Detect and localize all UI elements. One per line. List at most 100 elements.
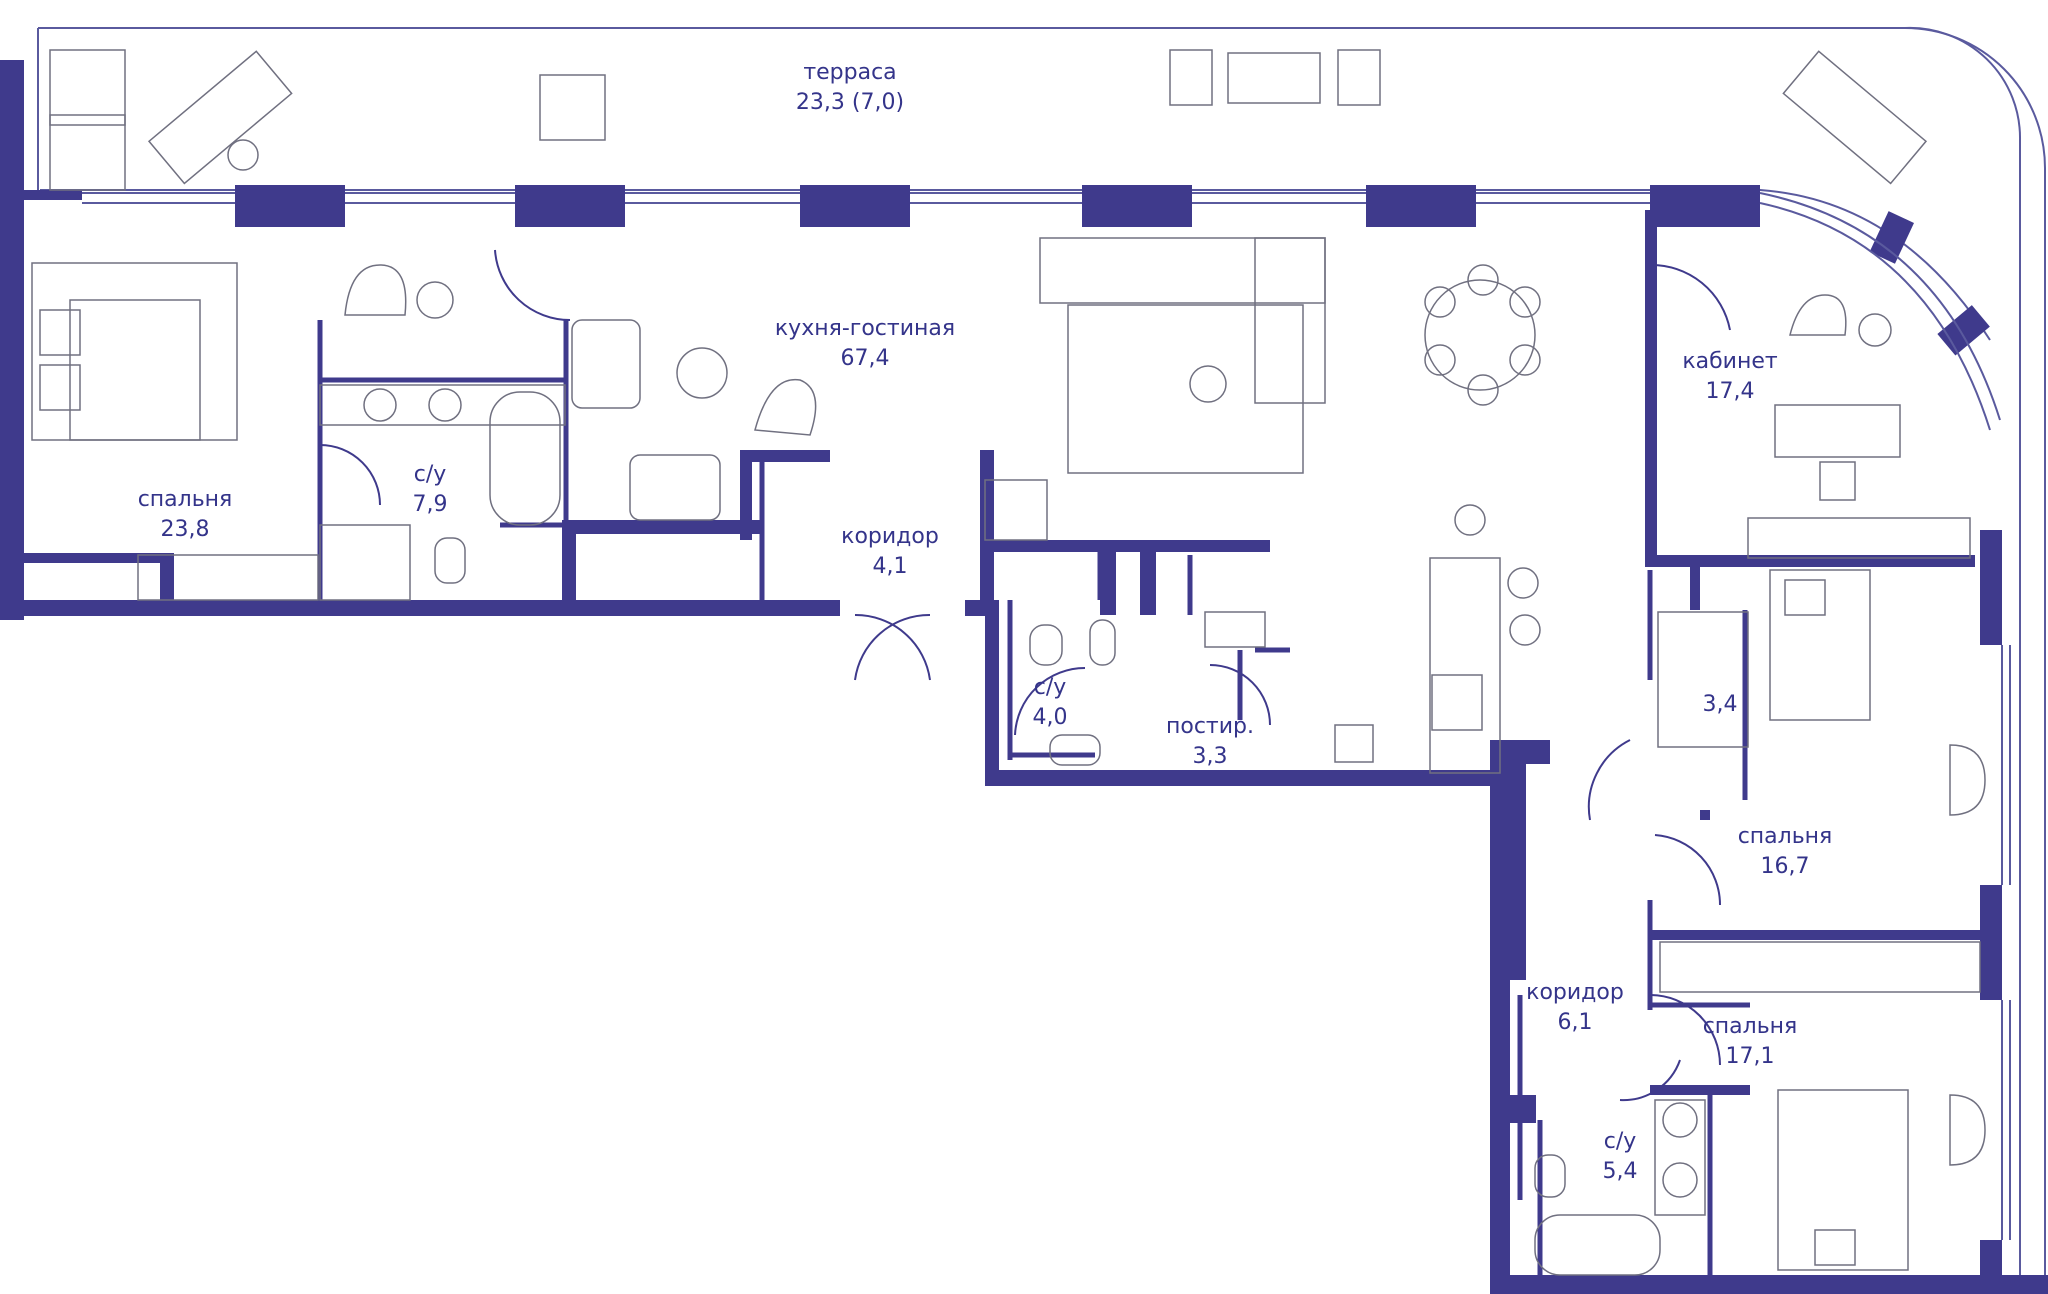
bed-1-pillow-2 [39, 364, 81, 411]
room-label-bedroom-1: спальня 23,8 [105, 485, 265, 545]
bedroom-3-chair [1949, 1094, 1986, 1166]
bed-1-pillow-1 [39, 309, 81, 356]
toilet-2 [1029, 624, 1063, 666]
side-table-1 [416, 281, 454, 319]
room-name: с/у [1603, 1129, 1637, 1154]
bedroom-1-shelf [137, 554, 319, 601]
room-area: 5,4 [1602, 1159, 1638, 1184]
room-label-kitchen-living: кухня-гостиная 67,4 [755, 314, 975, 374]
bedroom-2-chair [1949, 744, 1986, 816]
stool-1 [1507, 567, 1539, 599]
hob [1431, 674, 1483, 731]
desk [1774, 404, 1901, 458]
kitchen-sink [1334, 724, 1374, 763]
side-table-2 [676, 347, 728, 399]
study-side-table [1858, 313, 1892, 347]
sink-1a [363, 388, 397, 422]
terrace-lounger-1 [147, 50, 293, 185]
study-shelf [1747, 517, 1971, 559]
room-name: с/у [1033, 675, 1067, 700]
room-name: кабинет [1682, 349, 1778, 374]
room-label-bedroom-2: спальня 16,7 [1705, 822, 1865, 882]
terrace-planter-1 [49, 49, 126, 126]
sink-2 [1049, 734, 1101, 766]
room-name: постир. [1165, 714, 1254, 739]
stool-2 [1509, 614, 1541, 646]
armchair-3 [754, 378, 817, 436]
terrace-chair-1 [1169, 49, 1213, 106]
study-chair [1789, 294, 1847, 336]
sofa-r [1254, 237, 1326, 404]
living-rug [1067, 304, 1304, 474]
dining-chair-5 [1509, 344, 1541, 376]
closet-wardrobe [1657, 611, 1749, 748]
dining-chair-4 [1424, 344, 1456, 376]
bedroom-2-wardrobe [1659, 941, 1981, 993]
toilet-1 [434, 537, 466, 584]
room-area: 4,1 [872, 554, 908, 579]
terrace-chair-2 [1337, 49, 1381, 106]
room-name: кухня-гостиная [774, 316, 956, 341]
room-area: 67,4 [840, 346, 890, 371]
terrace-planter-3 [539, 74, 606, 141]
vanity-1 [319, 384, 566, 426]
armchair-2 [571, 319, 641, 409]
bed-3 [1777, 1089, 1909, 1271]
room-name: коридор [1526, 980, 1624, 1005]
room-label-terrace: терраса 23,3 (7,0) [760, 58, 940, 118]
dining-chair-1 [1467, 264, 1499, 296]
dining-chair-3 [1509, 286, 1541, 318]
room-area: 23,3 (7,0) [795, 90, 905, 115]
room-label-bathroom-3: с/у 5,4 [1580, 1127, 1660, 1187]
room-name: коридор [841, 524, 939, 549]
room-label-bathroom-2: с/у 4,0 [1010, 673, 1090, 733]
sink-1b [428, 388, 462, 422]
room-label-bedroom-3: спальня 17,1 [1670, 1012, 1830, 1072]
sink-3b [1662, 1162, 1698, 1198]
room-label-bathroom-1: с/у 7,9 [390, 460, 470, 520]
doors [319, 249, 1731, 1102]
vanity-3 [1654, 1099, 1706, 1216]
room-label-laundry: постир. 3,3 [1150, 712, 1270, 772]
terrace-lounger-2 [1782, 50, 1928, 185]
terrace-side-table [227, 139, 259, 171]
armchair-4 [629, 454, 721, 521]
terrace-table [1227, 52, 1321, 104]
shower-1 [319, 524, 411, 601]
bidet-2 [1089, 619, 1116, 666]
room-area: 16,7 [1760, 854, 1810, 879]
bed-2 [1769, 569, 1871, 721]
bathtub-3 [1534, 1214, 1661, 1276]
bathtub-1 [489, 391, 561, 526]
room-label-study: кабинет 17,4 [1660, 347, 1800, 407]
dining-chair-6 [1467, 374, 1499, 406]
washer [1204, 611, 1266, 648]
bed-3-pillow [1814, 1229, 1856, 1266]
kitchen-island [1429, 557, 1501, 774]
dining-chair-2 [1424, 286, 1456, 318]
room-area: 4,0 [1032, 705, 1068, 730]
room-label-corridor-2: коридор 6,1 [1505, 978, 1645, 1038]
room-area: 17,1 [1725, 1044, 1775, 1069]
room-area: 3,3 [1192, 744, 1228, 769]
toilet-3 [1534, 1154, 1566, 1198]
room-area: 6,1 [1557, 1010, 1593, 1035]
sofa-l [1039, 237, 1326, 304]
bed-1 [31, 262, 238, 441]
dining-table [1424, 279, 1536, 391]
windows [82, 192, 2011, 1240]
sink-3a [1662, 1102, 1698, 1138]
room-label-closet: 3,4 [1680, 690, 1760, 720]
walls [0, 60, 2048, 1294]
desk-chair [1819, 461, 1856, 501]
room-name: терраса [803, 60, 897, 85]
room-name: спальня [137, 487, 233, 512]
room-name: спальня [1737, 824, 1833, 849]
room-area: 7,9 [412, 492, 448, 517]
console-1 [984, 479, 1048, 541]
room-name: спальня [1702, 1014, 1798, 1039]
bed-1-mattress [69, 299, 201, 441]
room-area: 17,4 [1705, 379, 1755, 404]
coffee-table [1189, 365, 1227, 403]
